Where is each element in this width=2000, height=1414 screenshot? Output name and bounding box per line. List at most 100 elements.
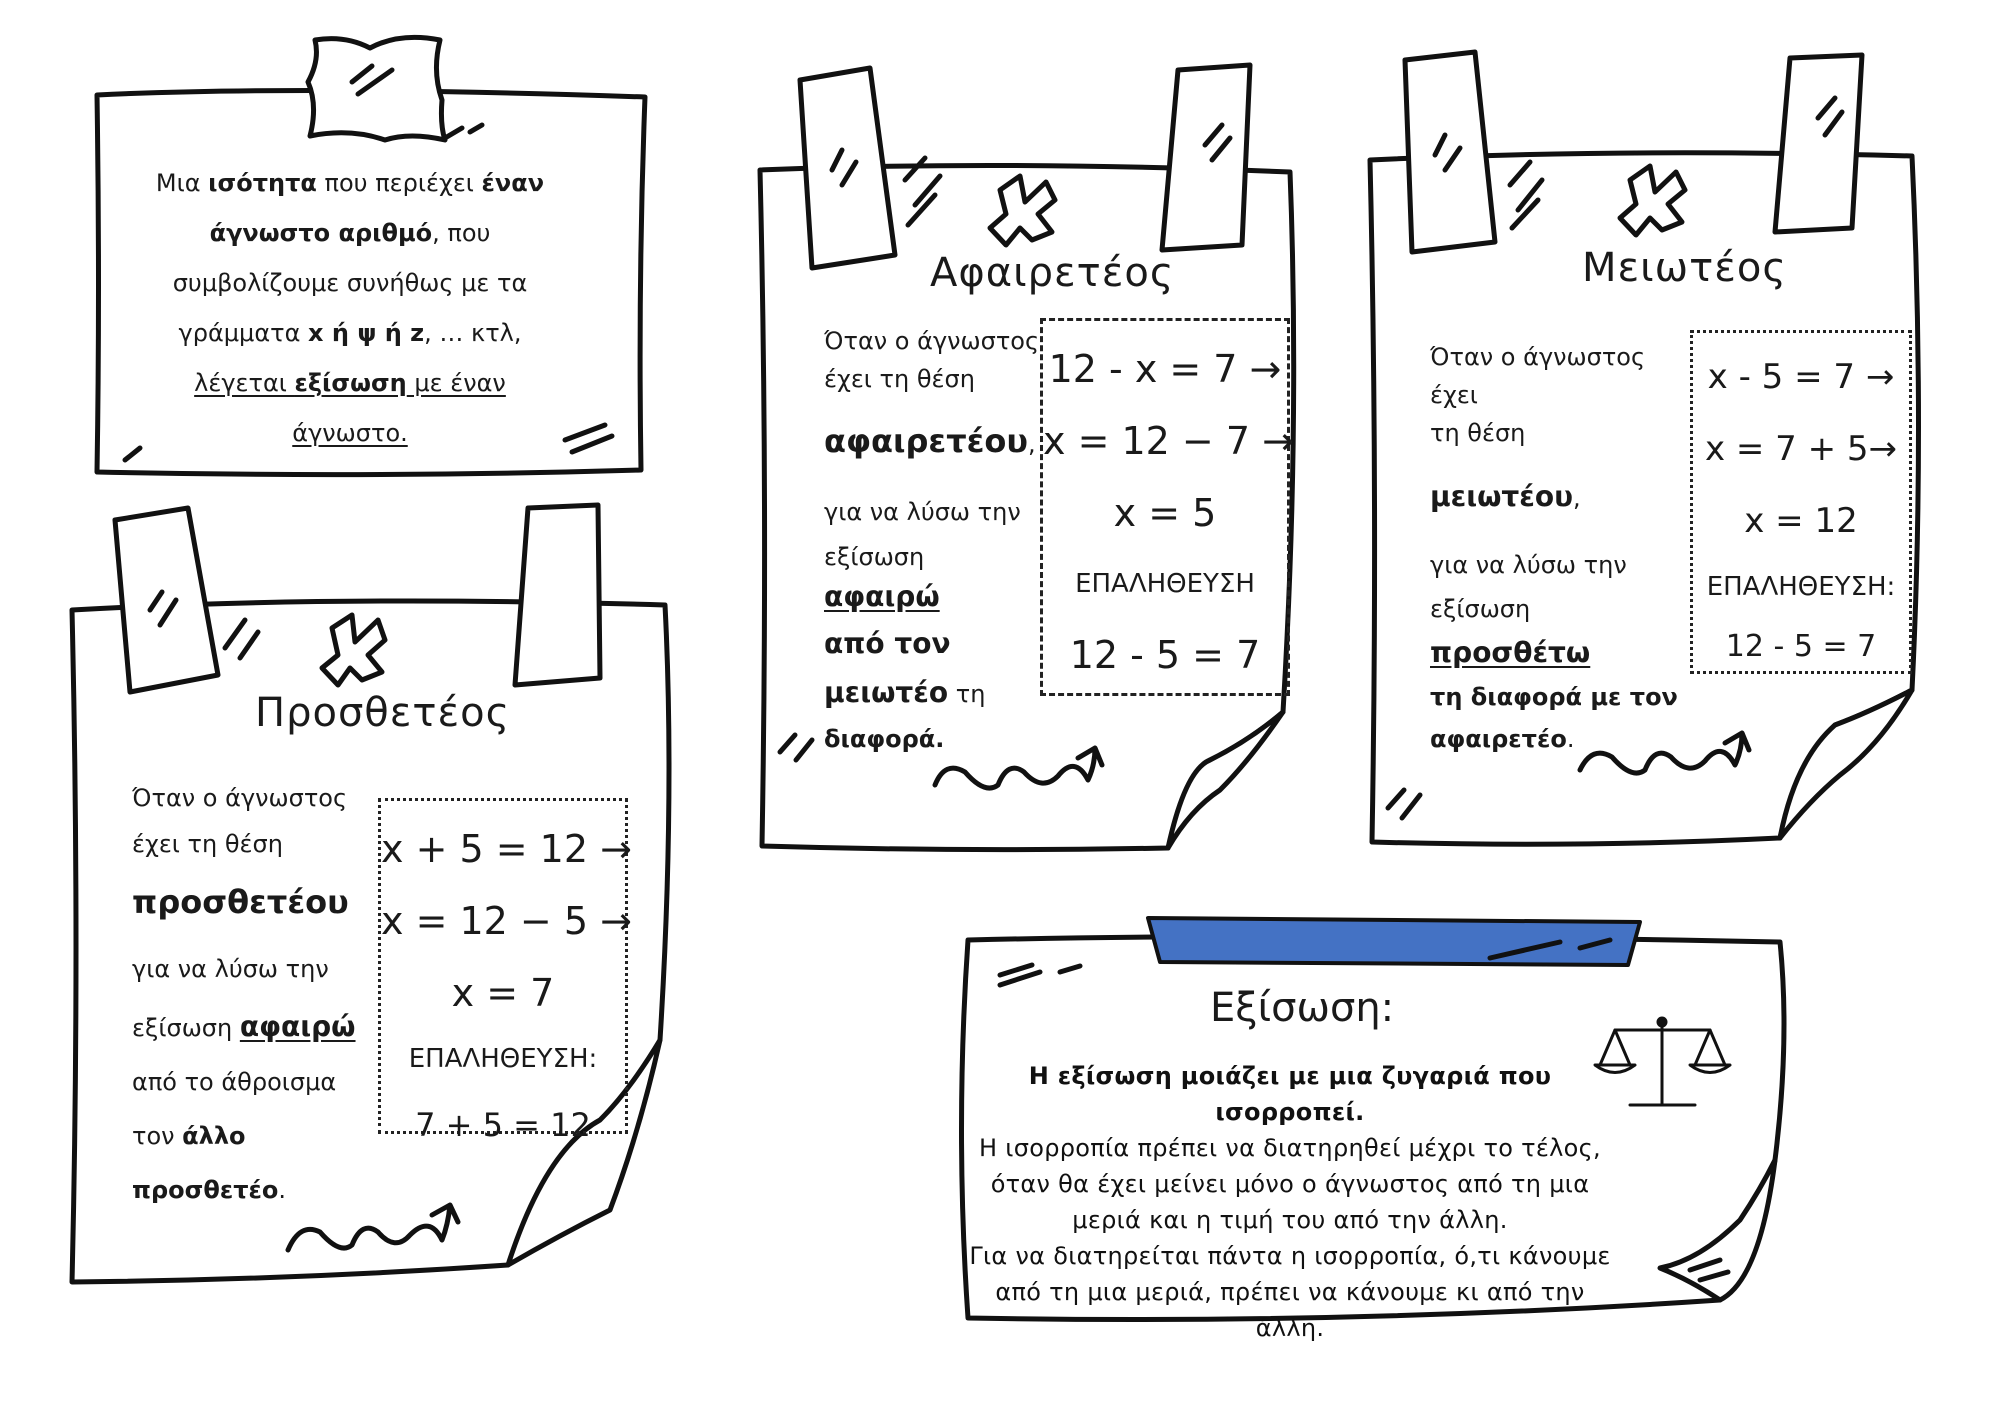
equation: x = 12 − 7 → (1043, 419, 1294, 463)
text-line: εξίσωση αφαιρώ (824, 537, 1046, 618)
check-equation: 7 + 5 = 12 (415, 1106, 591, 1144)
subtrahend-title: Αφαιρετέος (930, 250, 1175, 296)
keyword: εξίσωση (294, 369, 407, 397)
text-line: διαφορά. (824, 725, 945, 753)
text-line: έχει τη θέση (132, 830, 283, 858)
x-mark-icon (987, 173, 1058, 248)
definition-line: γράμματα x ή ψ ή z, … κτλ, (150, 308, 550, 358)
text: , … κτλ, (424, 319, 522, 347)
text-line: από τον (824, 627, 951, 660)
text-line: μεριά και η τιμή του από την άλλη. (1072, 1206, 1508, 1234)
tape-icon (1146, 916, 1642, 967)
text: Μια (155, 169, 209, 197)
text-line: για να λύσω την (824, 498, 1021, 526)
text-line: τη διαφορά με τον (1430, 683, 1678, 711)
text: , (1573, 484, 1581, 512)
check-equation: 12 - 5 = 7 (1069, 633, 1261, 677)
text-line: Όταν ο άγνωστος έχει (1430, 343, 1646, 409)
text-line: εξίσωση αφαιρώ (132, 1001, 382, 1054)
text-line: από το άθροισμα (132, 1068, 337, 1096)
definition-line: συμβολίζουμε συνήθως με τα (172, 269, 528, 297)
definition-line: λέγεται εξίσωση με έναν (150, 358, 550, 408)
tape-icon (112, 505, 221, 695)
text-line: Η ισορροπία πρέπει να διατηρηθεί μέχρι τ… (979, 1134, 1601, 1162)
definition-line: Μια ισότητα που περιέχει έναν (150, 158, 550, 208)
text-line: για να λύσω την (1430, 551, 1627, 579)
definition-line: άγνωστο αριθμό, που (150, 208, 550, 258)
check-label: ΕΠΑΛΗΘΕΥΣΗ (1075, 569, 1255, 599)
text-line: Για να διατηρείται πάντα η ισορροπία, ό,… (969, 1242, 1611, 1270)
balance-title: Εξίσωση: (1210, 985, 1395, 1031)
x-mark-icon (1617, 163, 1688, 238)
text-line: Όταν ο άγνωστος (132, 784, 348, 812)
check-label: ΕΠΑΛΗΘΕΥΣΗ: (1706, 572, 1896, 602)
minuend-title: Μειωτέος (1582, 245, 1787, 291)
text: . (1566, 725, 1575, 753)
text-line: Όταν ο άγνωστος (824, 327, 1040, 355)
text: , που (432, 219, 491, 247)
text-line: για να λύσω την (132, 955, 329, 983)
tape-icon (1772, 52, 1865, 235)
equation: x = 12 − 5 → (381, 899, 632, 943)
text: λέγεται (194, 369, 295, 397)
equation: x + 5 = 12 → (381, 827, 632, 871)
keyword: άγνωστο αριθμό (209, 219, 433, 247)
equation: 12 - x = 7 → (1048, 347, 1282, 391)
equation: x = 12 (1744, 501, 1858, 541)
text-line: μειωτέο τη (824, 670, 1046, 717)
keyword: αφαιρώ (239, 1010, 356, 1043)
addend-solution-box: x + 5 = 12 → x = 12 − 5 → x = 7 ΕΠΑΛΗΘΕΥ… (378, 798, 632, 1144)
equation: x = 5 (1113, 491, 1217, 535)
minuend-explanation: Όταν ο άγνωστος έχει τη θέση μειωτέου, γ… (1430, 338, 1690, 760)
minuend-solution-box: x - 5 = 7 → x = 7 + 5→ x = 12 ΕΠΑΛΗΘΕΥΣΗ… (1690, 330, 1912, 674)
text: , (1028, 430, 1036, 458)
keyword: αφαιρετέο (1430, 725, 1567, 753)
text: εξίσωση (1430, 595, 1531, 623)
text-line: προσθετέο. (132, 1162, 382, 1218)
text-line: από τη μια μεριά, πρέπει να κάνουμε κι α… (995, 1278, 1585, 1342)
keyword: προσθετέο (132, 1176, 279, 1204)
text: με έναν (406, 369, 506, 397)
keyword: μειωτέο (824, 676, 949, 709)
text-line: αφαιρετέο. (1430, 718, 1690, 760)
squiggle-arrow-icon (932, 745, 1105, 791)
text-line: τη θέση (1430, 419, 1526, 447)
definition-note-shape (94, 34, 648, 478)
keyword: μειωτέου (1430, 480, 1574, 513)
text-line: εξίσωση προσθέτω (1430, 587, 1690, 676)
keyword: ισότητα (208, 169, 317, 197)
keyword: προσθετέου (132, 883, 349, 921)
equation: x = 7 (451, 971, 555, 1015)
tape-icon (512, 502, 603, 688)
text: που περιέχει (316, 169, 482, 197)
addend-explanation: Όταν ο άγνωστος έχει τη θέση προσθετέου … (132, 775, 382, 1218)
definition-line: άγνωστο. (292, 419, 408, 447)
check-label: ΕΠΑΛΗΘΕΥΣΗ: (408, 1044, 598, 1074)
text-line: αφαιρετέου, (824, 398, 1046, 487)
keyword: έναν (481, 169, 545, 197)
addend-note-shape (69, 502, 672, 1285)
text: τον (132, 1122, 183, 1150)
text: εξίσωση (132, 1014, 240, 1042)
equation: x = 7 + 5→ (1704, 429, 1898, 469)
tape-icon (1402, 49, 1498, 255)
keyword: άλλο (182, 1122, 246, 1150)
squiggle-arrow-icon (1577, 730, 1752, 776)
keyword: προσθέτω (1430, 636, 1591, 669)
text: γράμματα (178, 319, 309, 347)
text-line: Η εξίσωση μοιάζει με μια ζυγαριά που ισο… (1028, 1062, 1552, 1126)
text-line: μειωτέου, (1430, 452, 1690, 543)
keyword: αφαιρετέου (824, 422, 1029, 460)
addend-title: Προσθετέος (255, 690, 511, 736)
subtrahend-explanation: Όταν ο άγνωστος έχει τη θέση αφαιρετέου,… (824, 322, 1046, 761)
tape-icon (305, 34, 448, 143)
tape-icon (1159, 62, 1253, 253)
check-equation: 12 - 5 = 7 (1725, 629, 1877, 664)
balance-note-shape (959, 916, 1787, 1323)
text-line: έχει τη θέση (824, 365, 975, 393)
definition-text: Μια ισότητα που περιέχει έναν άγνωστο αρ… (150, 158, 550, 458)
text: τη (948, 680, 986, 708)
keyword: x ή ψ ή z (308, 319, 425, 347)
subtrahend-solution-box: 12 - x = 7 → x = 12 − 7 → x = 5 ΕΠΑΛΗΘΕΥ… (1040, 318, 1294, 696)
